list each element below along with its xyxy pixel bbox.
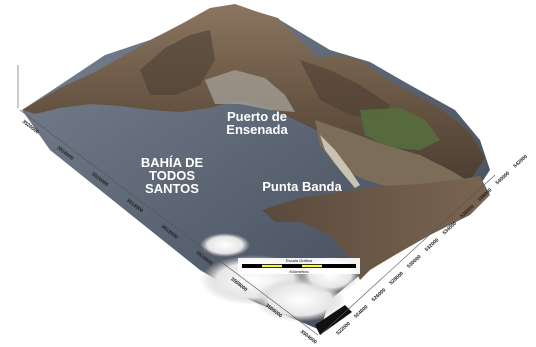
scale-bar: Escala Gráfica Kilómetros bbox=[238, 258, 360, 274]
label-port-line2: Ensenada bbox=[226, 122, 288, 137]
axis-tick-label: 540000 bbox=[495, 170, 512, 186]
punta-banda-peninsula bbox=[262, 176, 490, 280]
axis-tick-label: 530000 bbox=[406, 254, 423, 270]
axis-tick-label: 524000 bbox=[353, 304, 370, 320]
label-bay-line1: BAHÍA DE bbox=[141, 155, 204, 170]
right-axis-line bbox=[319, 174, 496, 336]
cloud bbox=[200, 233, 250, 257]
scale-bar-unit: Kilómetros bbox=[290, 269, 309, 274]
label-port-line1: Puerto de bbox=[227, 109, 287, 124]
sand-spit bbox=[320, 135, 360, 188]
ridge-shadow-2 bbox=[300, 60, 390, 120]
axis-tick-label: 522000 bbox=[335, 321, 352, 337]
block-corner bbox=[315, 305, 352, 335]
axis-tick-label: 542000 bbox=[512, 154, 529, 170]
label-bay-line3: SANTOS bbox=[145, 181, 199, 196]
vegetation-area bbox=[360, 108, 440, 150]
label-punta-banda: Punta Banda bbox=[262, 179, 342, 194]
eastern-plain bbox=[315, 120, 470, 195]
axis-tick-label: 528000 bbox=[388, 271, 405, 287]
ridge-shadow bbox=[140, 30, 215, 95]
left-axis-line bbox=[19, 109, 319, 336]
axis-tick-label: 3504000 bbox=[299, 329, 318, 346]
scale-bar-title: Escala Gráfica bbox=[286, 258, 313, 263]
label-bay-line2: TODOS bbox=[149, 168, 195, 183]
urban-area bbox=[205, 70, 295, 112]
axis-tick-label: 526000 bbox=[371, 287, 388, 303]
axis-tick-label: 532000 bbox=[424, 237, 441, 253]
